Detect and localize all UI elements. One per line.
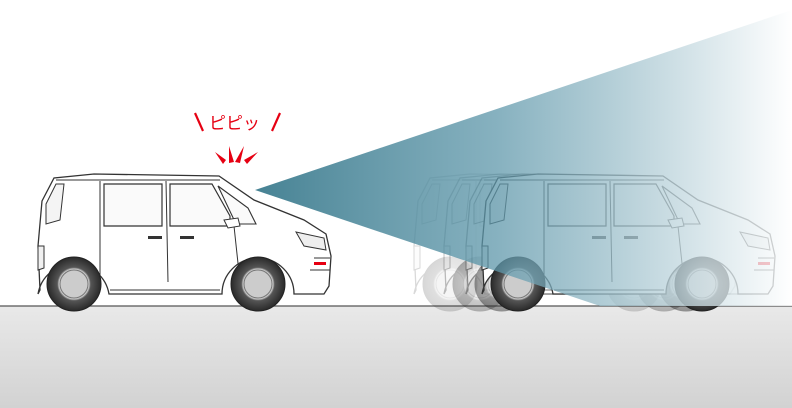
sensor-detection-beam xyxy=(255,10,792,306)
alert-callout: ピピッ xyxy=(195,113,280,164)
alert-left-slash xyxy=(195,113,203,131)
alert-burst-icon xyxy=(215,146,258,164)
alert-text: ピピッ xyxy=(209,114,260,134)
road-surface xyxy=(0,306,792,408)
alert-right-slash xyxy=(272,113,280,131)
